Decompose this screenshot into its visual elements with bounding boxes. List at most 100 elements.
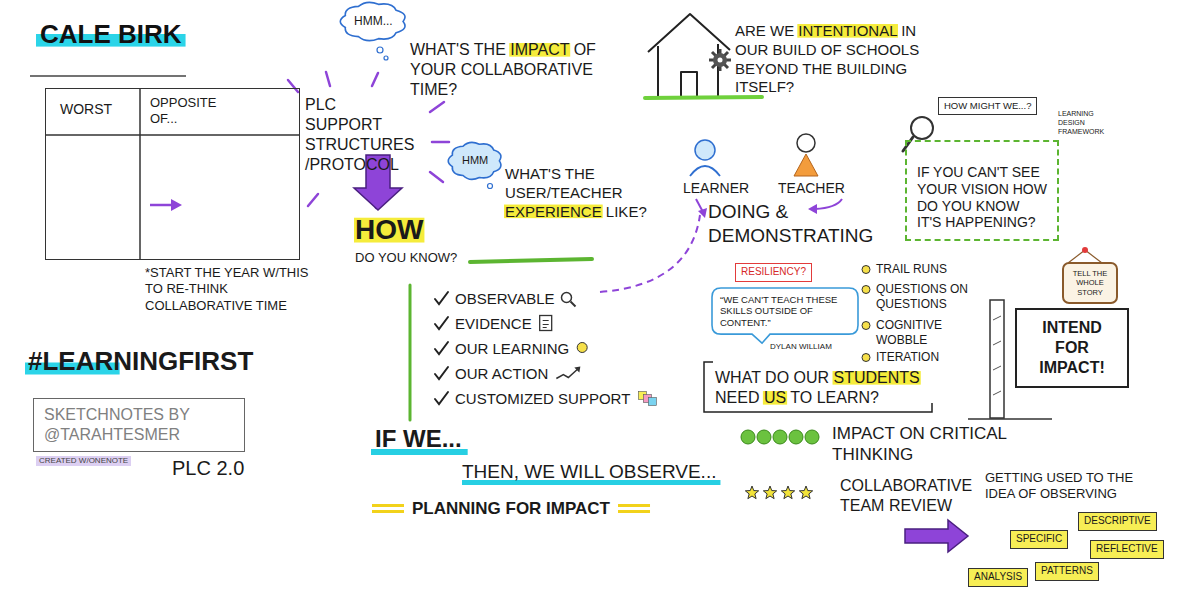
check-item: OUR LEARNING bbox=[455, 340, 569, 359]
question-box: HOW MIGHT WE...? bbox=[938, 97, 1037, 115]
node-text: HMM bbox=[462, 154, 488, 168]
bullet-item: QUESTIONS ON QUESTIONS bbox=[876, 282, 986, 312]
node-text: SKETCHNOTES BY @TARAHTESMER bbox=[44, 405, 234, 445]
question-text: WHAT DO OUR STUDENTS NEED US TO LEARN? bbox=[715, 368, 940, 408]
note-text: *START THE YEAR W/THIS TO RE-THINK COLLA… bbox=[145, 265, 310, 314]
grid-line bbox=[45, 134, 300, 136]
right-arrow bbox=[905, 520, 968, 552]
learner-head bbox=[695, 140, 715, 160]
rating-text: IMPACT ON CRITICAL THINKING bbox=[832, 423, 1032, 466]
rating-dot bbox=[789, 430, 803, 444]
rating-dot bbox=[805, 430, 819, 444]
heading-text: DO YOU KNOW? bbox=[355, 250, 457, 266]
sign-nail bbox=[1082, 247, 1088, 253]
node-text: “WE CAN'T TEACH THESE SKILLS OUTSIDE OF … bbox=[720, 294, 850, 328]
node-text: SPECIFIC bbox=[1016, 533, 1062, 546]
house-icon bbox=[648, 14, 730, 96]
credit-note: CREATED W/ONENOTE bbox=[36, 456, 131, 466]
clipboard-lines bbox=[543, 321, 549, 328]
speech-bubble: “WE CAN'T TEACH THESE SKILLS OUTSIDE OF … bbox=[712, 288, 858, 334]
question-text: ARE WE INTENTIONAL IN OUR BUILD OF SCHOO… bbox=[735, 22, 925, 97]
rating-dot bbox=[773, 430, 787, 444]
bubble-shape bbox=[712, 288, 858, 343]
bullet-item: ITERATION bbox=[876, 350, 939, 365]
check-item: OUR ACTION bbox=[455, 365, 548, 384]
grid-line bbox=[139, 88, 141, 260]
vision-box: IF YOU CAN'T SEE YOUR VISION HOW DO YOU … bbox=[905, 140, 1059, 241]
dashed-link bbox=[600, 215, 700, 292]
sign-post bbox=[990, 300, 1004, 418]
figure-label: LEARNER bbox=[683, 180, 749, 198]
node-text: PATTERNS bbox=[1041, 565, 1093, 578]
teacher-head bbox=[797, 134, 815, 152]
gear-hub bbox=[718, 58, 723, 63]
observe-tag: REFLECTIVE bbox=[1090, 540, 1164, 559]
node-text: INTEND FOR IMPACT! bbox=[1027, 318, 1117, 378]
node-text: HOW MIGHT WE...? bbox=[944, 100, 1031, 112]
banner-text: PLANNING FOR IMPACT bbox=[412, 498, 610, 519]
bulb-bullet bbox=[862, 266, 870, 274]
observe-tag: PATTERNS bbox=[1035, 562, 1099, 581]
node-text: DESCRIPTIVE bbox=[1084, 515, 1151, 528]
trend-icon bbox=[556, 369, 578, 379]
observe-tag: SPECIFIC bbox=[1010, 530, 1068, 549]
gear-teeth bbox=[709, 49, 731, 71]
node-text: ANALYSIS bbox=[974, 571, 1022, 584]
thought-trail bbox=[377, 47, 383, 53]
quote-author: DYLAN WILLIAM bbox=[770, 342, 832, 352]
cloud-shape bbox=[340, 2, 405, 40]
sticky-icon bbox=[648, 398, 656, 406]
clipboard-icon bbox=[540, 316, 552, 331]
thought-trail bbox=[488, 184, 493, 189]
sketch-title: CALE BIRK bbox=[40, 18, 182, 51]
tag-box: RESILIENCY? bbox=[735, 263, 812, 282]
ground-line bbox=[645, 97, 762, 98]
rating-star bbox=[781, 486, 794, 499]
magnifier-icon bbox=[562, 293, 572, 303]
bullet-item: TRAIL RUNS bbox=[876, 262, 947, 277]
rating-star bbox=[763, 486, 776, 499]
node-text: WORST bbox=[60, 101, 112, 119]
post-grain bbox=[993, 316, 1001, 395]
bulb-icon bbox=[577, 343, 587, 353]
small-note: LEARNING DESIGN FRAMEWORK bbox=[1058, 110, 1110, 136]
heading-text: HOW bbox=[355, 212, 423, 247]
gear-icon bbox=[713, 53, 727, 67]
check-item: CUSTOMIZED SUPPORT bbox=[455, 390, 630, 409]
thought-cloud: HMM... bbox=[340, 2, 407, 41]
bulb-bullet bbox=[862, 322, 870, 330]
node-text: HMM... bbox=[354, 14, 393, 29]
bulb-bullet bbox=[862, 354, 870, 362]
cloud-shape bbox=[448, 142, 501, 179]
note-text: GETTING USED TO THE IDEA OF OBSERVING bbox=[985, 470, 1145, 503]
rating-dot bbox=[741, 430, 755, 444]
thought-cloud: HMM bbox=[448, 142, 502, 180]
check-item: OBSERVABLE bbox=[455, 290, 555, 309]
rating-star bbox=[799, 486, 812, 499]
thought-trail bbox=[384, 56, 388, 60]
observe-tag: ANALYSIS bbox=[968, 568, 1028, 587]
pointer-arrow-head bbox=[698, 208, 707, 218]
check-item: EVIDENCE bbox=[455, 315, 532, 334]
bulb-bullet bbox=[862, 286, 870, 294]
magnifier-handle bbox=[571, 302, 576, 307]
rating-dot bbox=[757, 430, 771, 444]
node-text: RESILIENCY? bbox=[741, 266, 806, 279]
rating-star bbox=[745, 486, 758, 499]
prompt-text: IF WE... bbox=[375, 424, 462, 454]
teacher-body bbox=[794, 154, 818, 176]
topic-text: PLC SUPPORT STRUCTURES /PROTOCOL bbox=[305, 95, 417, 175]
node-text: IF YOU CAN'T SEE YOUR VISION HOW DO YOU … bbox=[917, 164, 1047, 231]
magnifier-icon bbox=[911, 117, 933, 139]
check-marks bbox=[435, 292, 448, 404]
credit-box: SKETCHNOTES BY @TARAHTESMER bbox=[33, 398, 245, 452]
badge-text: PLC 2.0 bbox=[172, 456, 244, 481]
node-text: REFLECTIVE bbox=[1096, 543, 1158, 556]
grid-arrow bbox=[150, 204, 172, 207]
green-rule bbox=[409, 285, 412, 420]
prompt-text: THEN, WE WILL OBSERVE... bbox=[462, 460, 716, 484]
observe-tag: DESCRIPTIVE bbox=[1078, 512, 1157, 531]
green-rule bbox=[470, 259, 592, 262]
question-text: WHAT'S THE USER/TEACHER EXPERIENCE LIKE? bbox=[505, 165, 680, 221]
